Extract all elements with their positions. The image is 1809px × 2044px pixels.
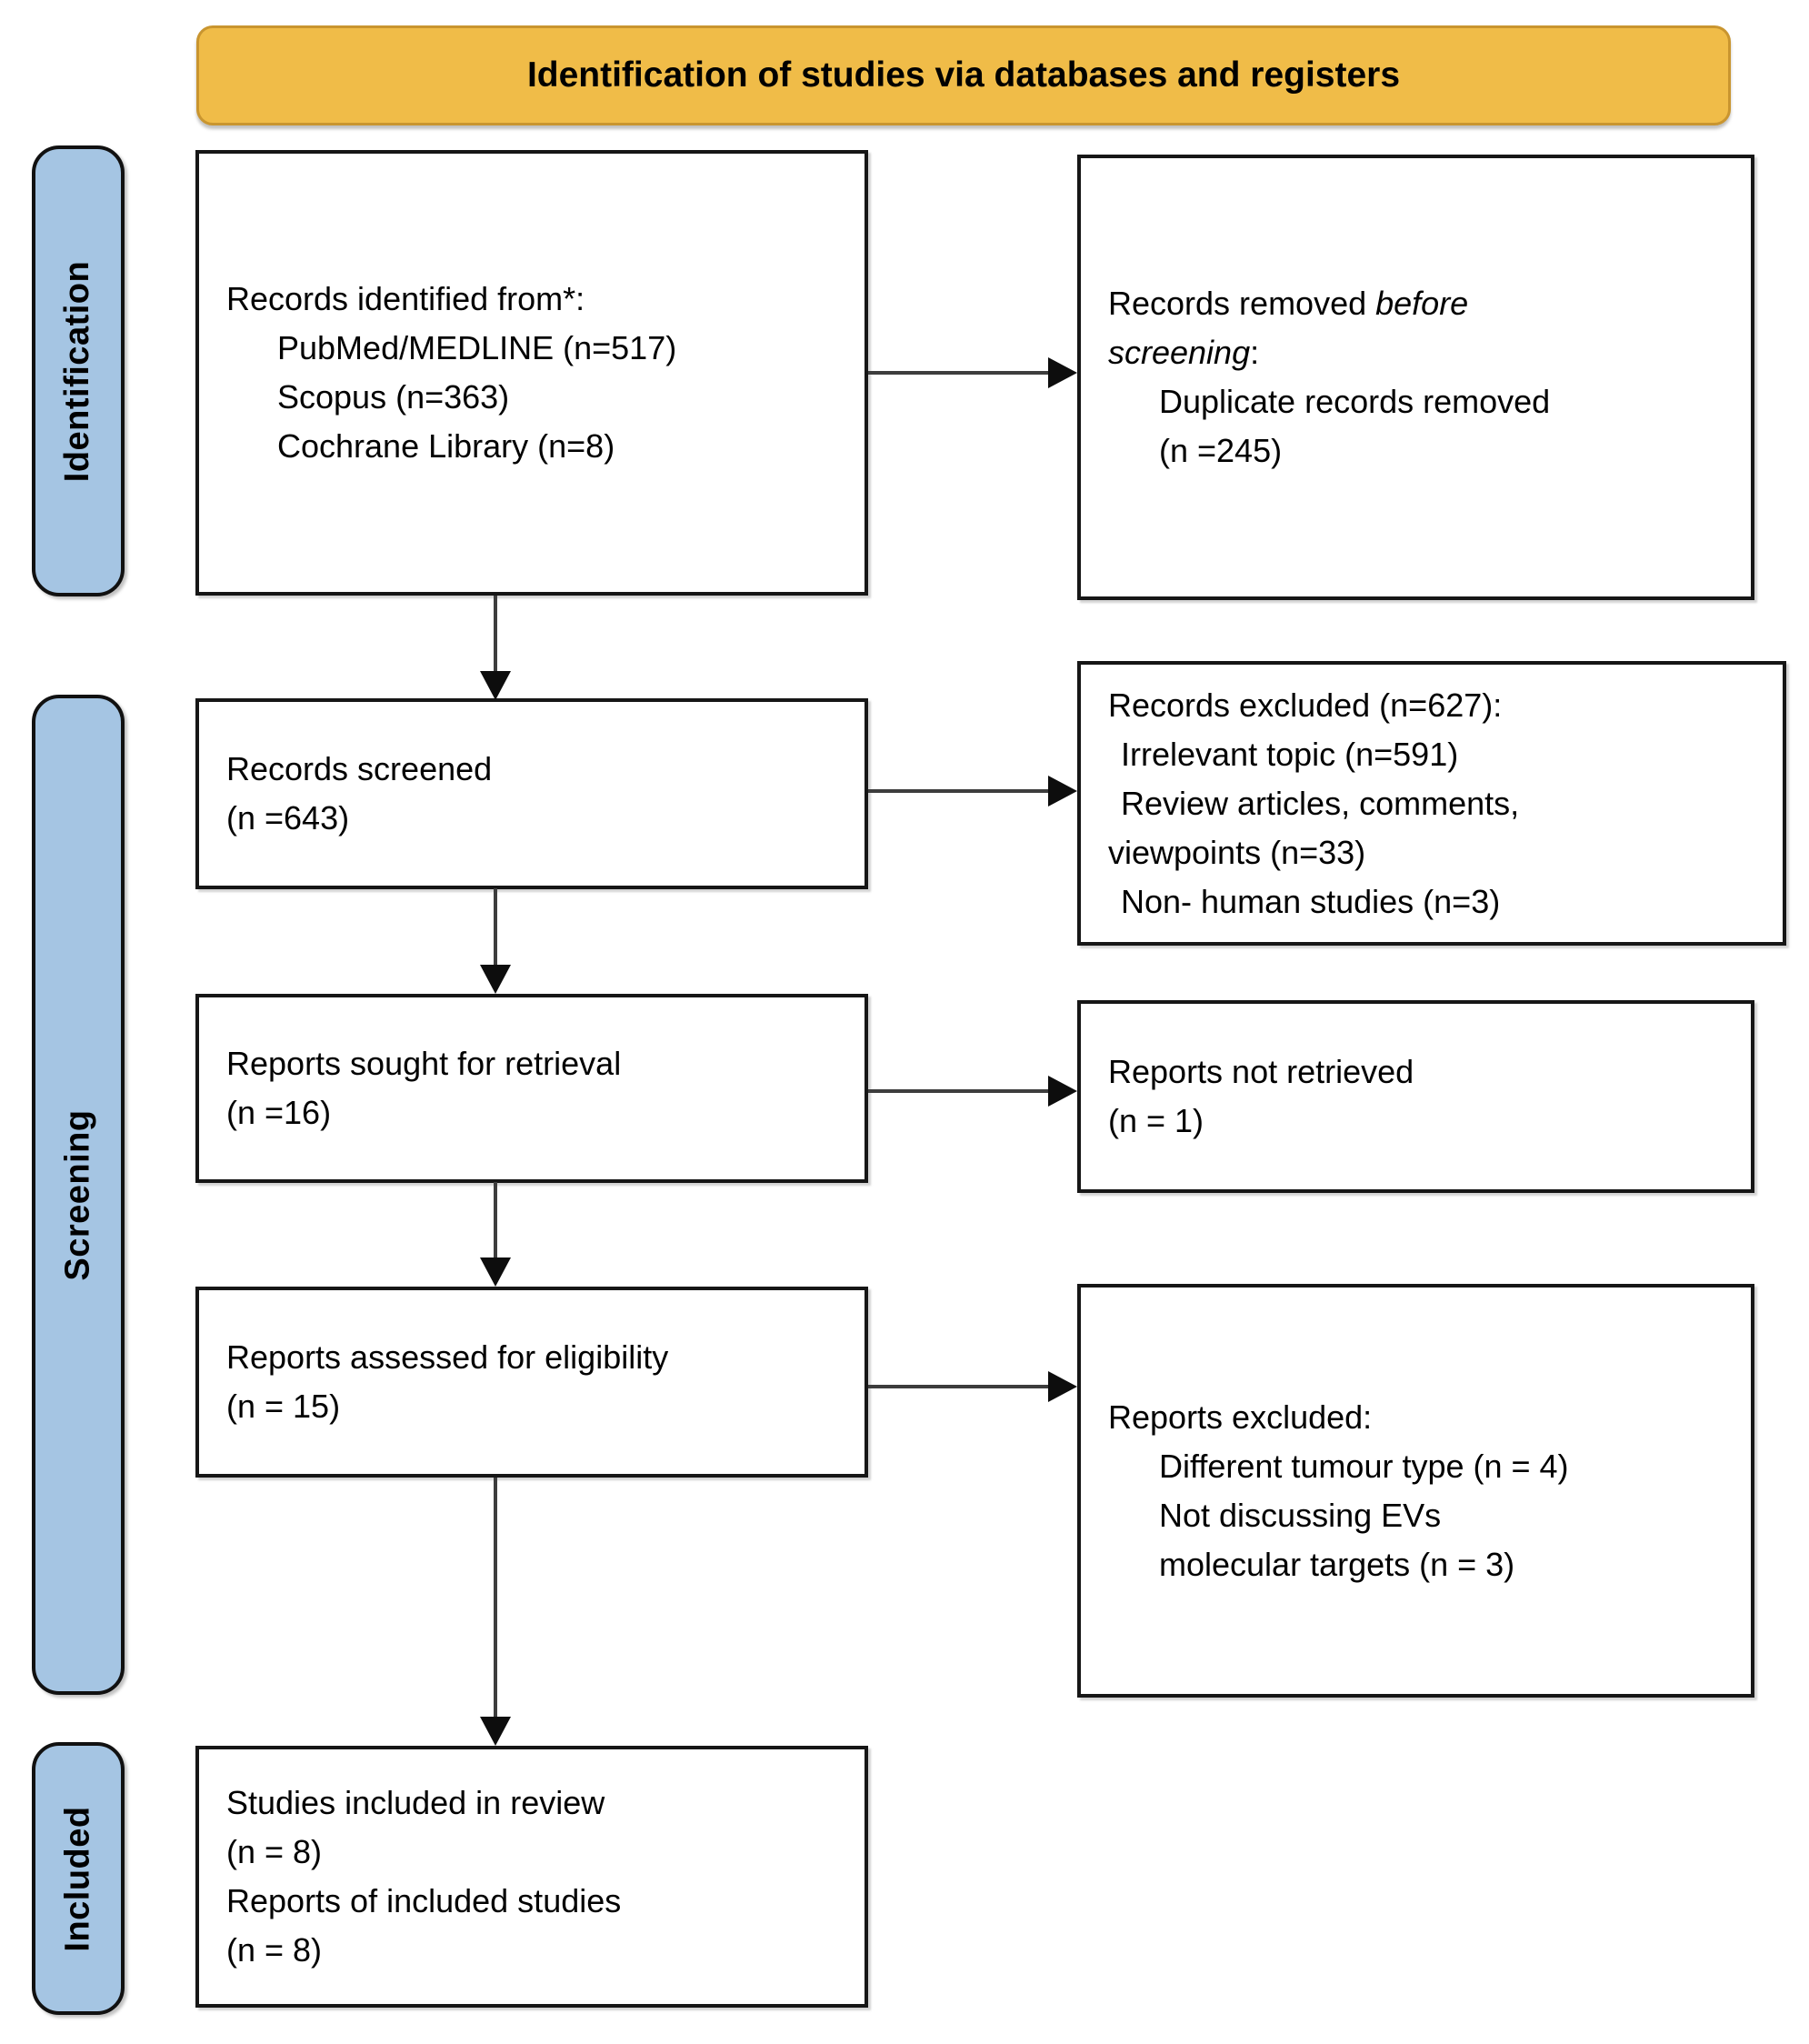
records-excluded-viewpoints: viewpoints (n=33) (1108, 833, 1366, 871)
studies-included-label: Studies included in review (226, 1784, 605, 1821)
records-screened-label: Records screened (226, 750, 493, 787)
reports-assessed-n: (n = 15) (226, 1388, 341, 1425)
reports-excluded-evs: Not discussing EVs (1159, 1496, 1442, 1534)
reports-sought-n: (n =16) (226, 1094, 332, 1131)
stage-bar-screening: Screening (32, 695, 125, 1695)
box-records-screened: Records screened (n =643) (195, 698, 868, 889)
reports-assessed-label: Reports assessed for eligibility (226, 1338, 669, 1376)
box-reports-excluded: Reports excluded: Different tumour type … (1077, 1284, 1754, 1698)
records-screened-n: (n =643) (226, 799, 350, 837)
reports-included-label: Reports of included studies (226, 1882, 622, 1919)
box-studies-included: Studies included in review (n = 8) Repor… (195, 1746, 868, 2008)
stage-label-included: Included (58, 1805, 97, 1952)
arrow-assessed-to-included (494, 1478, 497, 1718)
arrow-assessed-to-reports-excluded (868, 1385, 1050, 1388)
records-identified-cochrane: Cochrane Library (n=8) (277, 427, 615, 465)
stage-bar-included: Included (32, 1742, 125, 2015)
records-removed-duplicates: Duplicate records removed (1159, 383, 1551, 420)
box-records-identified: Records identified from*: PubMed/MEDLINE… (195, 150, 868, 596)
records-identified-pubmed: PubMed/MEDLINE (n=517) (277, 329, 677, 366)
records-excluded-title: Records excluded (n=627): (1108, 686, 1503, 724)
reports-excluded-targets: molecular targets (n = 3) (1159, 1545, 1515, 1583)
records-identified-scopus: Scopus (n=363) (277, 378, 510, 416)
arrow-screened-to-excluded (868, 789, 1050, 793)
box-records-excluded: Records excluded (n=627): Irrelevant top… (1077, 661, 1786, 946)
reports-not-retrieved-n: (n = 1) (1108, 1102, 1204, 1139)
records-removed-title-line1: Records removed before (1108, 285, 1469, 322)
reports-not-retrieved-label: Reports not retrieved (1108, 1053, 1414, 1090)
records-removed-title-line2: screening: (1108, 334, 1260, 371)
reports-excluded-tumour: Different tumour type (n = 4) (1159, 1447, 1569, 1485)
reports-excluded-title: Reports excluded: (1108, 1398, 1373, 1436)
diagram-title: Identification of studies via databases … (526, 55, 1401, 95)
studies-included-n: (n = 8) (226, 1833, 323, 1870)
box-reports-assessed: Reports assessed for eligibility (n = 15… (195, 1287, 868, 1478)
stage-bar-identification: Identification (32, 145, 125, 596)
arrow-screened-to-sought (494, 888, 497, 967)
arrow-identified-to-removed (868, 371, 1050, 375)
diagram-title-banner: Identification of studies via databases … (196, 25, 1731, 125)
reports-included-n: (n = 8) (226, 1931, 323, 1969)
box-records-removed: Records removed before screening: Duplic… (1077, 155, 1754, 600)
arrow-sought-to-not-retrieved (868, 1089, 1050, 1093)
records-removed-duplicates-n: (n =245) (1159, 432, 1283, 469)
reports-sought-label: Reports sought for retrieval (226, 1045, 622, 1082)
records-excluded-irrelevant: Irrelevant topic (n=591) (1121, 735, 1459, 773)
box-reports-not-retrieved: Reports not retrieved (n = 1) (1077, 1000, 1754, 1193)
stage-label-screening: Screening (58, 1108, 97, 1281)
arrow-identified-to-screened (494, 596, 497, 673)
box-reports-sought: Reports sought for retrieval (n =16) (195, 994, 868, 1183)
records-excluded-reviews: Review articles, comments, (1121, 784, 1520, 822)
arrow-sought-to-assessed (494, 1182, 497, 1259)
records-identified-title: Records identified from*: (226, 280, 585, 317)
records-excluded-nonhuman: Non- human studies (n=3) (1121, 882, 1501, 920)
stage-label-identification: Identification (58, 260, 97, 482)
